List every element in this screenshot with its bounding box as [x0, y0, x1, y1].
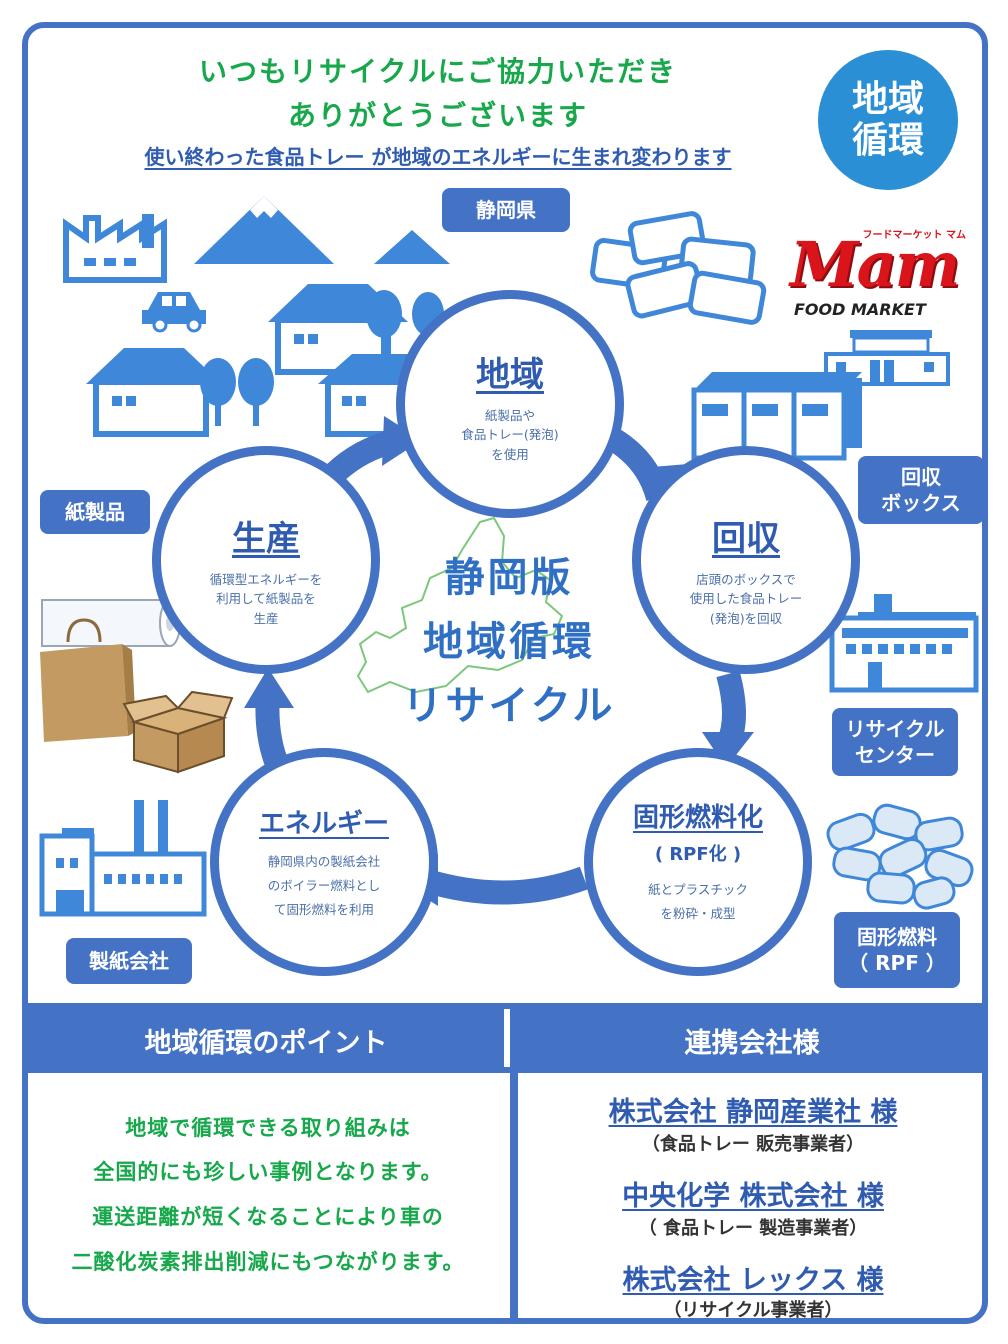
badge-text: 地域 循環: [851, 77, 924, 161]
partner-name-1: 株式会社 静岡産業社 様: [608, 1097, 898, 1128]
bottom-divider: [510, 1073, 518, 1318]
paper-company-tag: 製紙会社: [66, 938, 192, 984]
header-divider: [504, 1009, 510, 1067]
bottom-header-bar: 地域循環のポイント 連携会社様: [28, 1003, 982, 1073]
node-energy-desc: 静岡県内の製紙会社 のボイラー燃料とし て固形燃料を利用: [267, 854, 381, 917]
collection-box-icon: [691, 372, 862, 461]
node-region-desc: 紙製品や 食品トレー(発泡) を使用: [461, 408, 559, 462]
partner-role-3: （リサイクル事業者）: [663, 1300, 843, 1321]
point-line-3: 運送距離が短くなることにより車の: [92, 1205, 444, 1229]
node-collection-desc: 店頭のボックスで 使用した食品トレー (発泡)を回収: [689, 572, 803, 626]
points-title: 地域循環のポイント: [144, 1028, 388, 1059]
shizuoka-map-icon: [356, 516, 564, 694]
prefecture-tag: 静岡県: [442, 188, 570, 232]
center-line-3: リサイクル: [402, 683, 616, 729]
partner-role-1: （食品トレー 販売事業者）: [641, 1134, 865, 1155]
paper-products-tag: 紙製品: [40, 490, 150, 534]
poster-frame: いつもリサイクルにご協力いただき ありがとうございます 使い終わった食品トレー …: [22, 22, 988, 1324]
node-rpf-subtitle: ( RPF化 ): [654, 844, 742, 865]
partners-title: 連携会社様: [684, 1028, 820, 1059]
mam-logo-caption: FOOD MARKET: [794, 300, 926, 319]
mam-logo-brand: Mam: [790, 228, 960, 301]
mam-logo-small: フードマーケット マム: [862, 230, 966, 241]
paper-roll-icon: [41, 599, 181, 647]
house-icon: [86, 348, 222, 437]
node-production: 生産 循環型エネルギーを 利用して紙製品を 生産: [152, 446, 380, 674]
partner-name-3: 株式会社 レックス 様: [622, 1265, 884, 1296]
partner-role-2: （ 食品トレー 製造事業者）: [638, 1218, 868, 1239]
node-rpf-title: 固形燃料化: [632, 803, 763, 833]
node-energy-title: エネルギー: [258, 809, 389, 839]
rpf-pellets-icon: [826, 803, 974, 910]
solid-fuel-tag: 固形燃料 （ RPF ）: [834, 912, 960, 988]
center-line-2: 地域循環: [423, 619, 595, 665]
tree-icon: [200, 290, 444, 426]
supermarket-icon: [824, 330, 950, 386]
node-rpf-desc: 紙とプラスチック を粉砕・成型: [648, 882, 748, 921]
collection-box-tag: 回収 ボックス: [858, 456, 982, 524]
car-icon: [142, 292, 206, 333]
node-rpf: 固形燃料化 ( RPF化 ) 紙とプラスチック を粉砕・成型: [584, 748, 812, 976]
header-line-1: いつもリサイクルにご協力いただき: [198, 55, 678, 88]
center-line-1: 静岡版: [444, 555, 574, 601]
node-region: 地域 紙製品や 食品トレー(発泡) を使用: [396, 290, 624, 518]
cycle-center-text: 静岡版 地域循環 リサイクル: [364, 546, 654, 738]
mount-fuji-icon: [194, 196, 450, 264]
node-region-title: 地域: [476, 355, 544, 395]
food-tray-icon: [590, 211, 767, 325]
mam-logo: フードマーケット マム Mam FOOD MARKET: [790, 226, 970, 324]
point-line-2: 全国的にも珍しい事例となります。: [93, 1160, 443, 1184]
node-production-title: 生産: [232, 519, 300, 559]
point-line-4: 二酸化炭素排出削減にもつながります。: [71, 1250, 465, 1274]
recycle-center-icon: [829, 594, 979, 693]
node-collection-title: 回収: [712, 519, 780, 559]
factory-icon: [63, 214, 167, 283]
cardboard-box-icon: [122, 690, 234, 774]
point-line-1: 地域で循環できる取り組みは: [125, 1116, 411, 1140]
node-production-desc: 循環型エネルギーを 利用して紙製品を 生産: [209, 572, 323, 626]
regional-circulation-badge: 地域 循環: [818, 50, 958, 190]
header-line-2: ありがとうございます: [287, 99, 588, 132]
node-collection: 回収 店頭のボックスで 使用した食品トレー (発泡)を回収: [632, 446, 860, 674]
node-energy: エネルギー 静岡県内の製紙会社 のボイラー燃料とし て固形燃料を利用: [210, 748, 438, 976]
paper-mill-icon: [39, 800, 207, 917]
recycle-center-tag: リサイクル センター: [832, 708, 958, 776]
partner-name-2: 中央化学 株式会社 様: [622, 1181, 884, 1212]
header-subtitle: 使い終わった食品トレー が地域のエネルギーに生まれ変わります: [144, 145, 732, 169]
